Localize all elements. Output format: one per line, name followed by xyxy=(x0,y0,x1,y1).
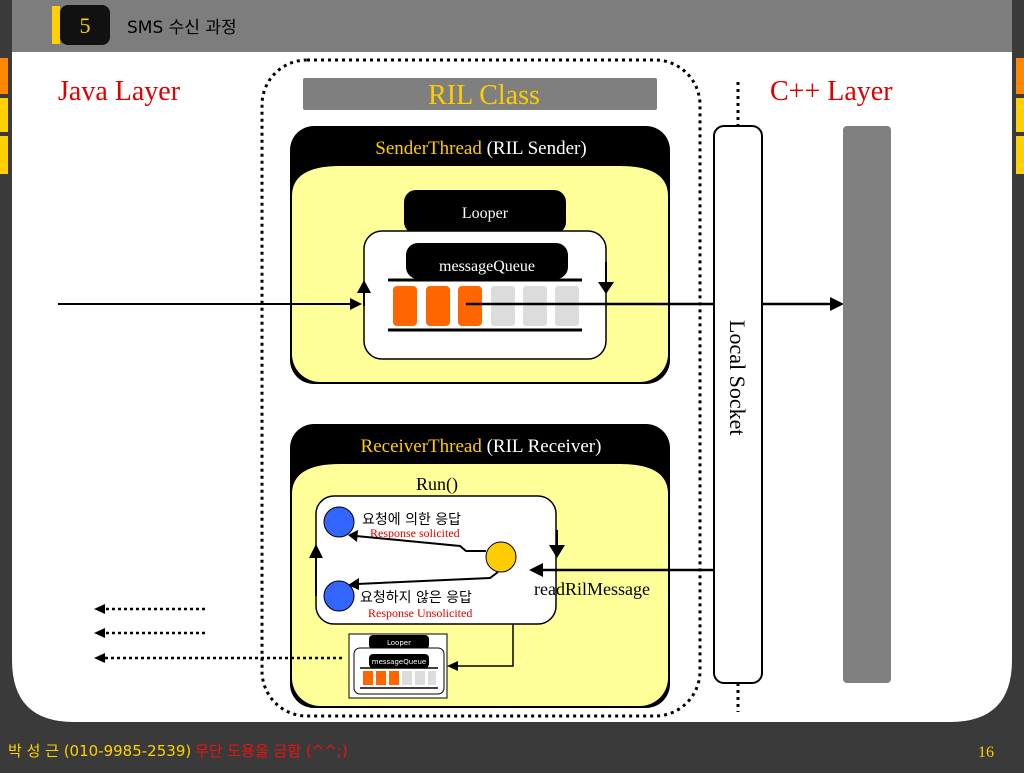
receiver-thread-name: ReceiverThread xyxy=(361,436,483,457)
slide-title: SMS 수신 과정 xyxy=(127,18,237,38)
solicited-label-en: Response solicited xyxy=(370,526,460,540)
sender-thread-role: (RIL Sender) xyxy=(487,138,587,159)
footer-author: 박 성 근 (010-9985-2539) xyxy=(8,742,191,760)
queue-in-arrowhead xyxy=(357,280,371,293)
right-side-tabs xyxy=(1016,58,1024,174)
left-side-tabs xyxy=(0,58,8,174)
sender-looper-tab xyxy=(404,190,566,234)
mini-looper-label: Looper xyxy=(387,639,411,647)
read-message-arrowhead xyxy=(529,563,543,577)
local-socket-label: Local Socket xyxy=(725,320,750,435)
java-layer-label: Java Layer xyxy=(58,76,181,107)
mini-looper-tab xyxy=(369,635,429,649)
dispatch-to-solicited-line xyxy=(355,535,486,552)
slide-badge-number: 5 xyxy=(80,13,91,38)
sender-thread-name: SenderThread xyxy=(375,138,482,159)
queue-slot-empty xyxy=(523,286,547,326)
queue-slot-filled xyxy=(426,286,450,326)
ril-class-title-bar xyxy=(303,78,657,110)
unsolicited-node xyxy=(323,580,355,612)
mini-queue-label: messageQueue xyxy=(372,658,426,666)
mini-queue-tab xyxy=(369,654,429,668)
receiver-thread-title: ReceiverThread (RIL Receiver) xyxy=(361,436,602,457)
slide-number-badge: 5 xyxy=(52,5,110,45)
queue-slot-empty xyxy=(491,286,515,326)
cpp-layer-bar xyxy=(843,126,891,683)
dispatch-node xyxy=(485,541,517,573)
java-return-arrows xyxy=(94,604,342,663)
footer-text: 박 성 근 (010-9985-2539) 무단 도용을 금함 (^^;) xyxy=(8,742,348,760)
queue-slots xyxy=(393,286,579,326)
run-to-mini-looper-line xyxy=(456,624,514,667)
java-to-sender-arrowhead xyxy=(350,298,362,310)
run-to-mini-looper-arrowhead xyxy=(447,661,458,671)
queue-slot-filled xyxy=(393,286,417,326)
queue-slot-empty xyxy=(555,286,579,326)
run-label: Run() xyxy=(416,474,458,495)
run-loop-arrowhead xyxy=(309,544,323,558)
queue-slot-filled xyxy=(458,286,482,326)
unsolicited-label-en: Response Unsolicited xyxy=(368,606,472,620)
socket-entry-arrowhead xyxy=(549,545,565,558)
unsolicited-label-kr: 요청하지 않은 응답 xyxy=(360,590,472,606)
message-queue-tab xyxy=(406,243,568,279)
message-queue-label: messageQueue xyxy=(439,258,535,275)
read-message-label: readRilMessage xyxy=(534,579,650,599)
receiver-thread-role: (RIL Receiver) xyxy=(487,436,602,457)
page-number: 16 xyxy=(978,744,994,761)
local-socket-bar xyxy=(713,125,763,684)
cpp-layer-label: C++ Layer xyxy=(770,76,893,107)
mini-queue-slots xyxy=(363,671,436,685)
footer-notice: 무단 도용을 금함 (^^;) xyxy=(195,742,348,760)
ril-class-boundary xyxy=(260,58,702,718)
sender-looper-label: Looper xyxy=(462,205,509,222)
sender-to-cpp-arrowhead xyxy=(830,297,844,311)
ril-class-title: RIL Class xyxy=(428,80,540,111)
sender-thread-title: SenderThread (RIL Sender) xyxy=(375,138,586,159)
dispatch-to-unsolicited-line xyxy=(356,571,499,585)
dispatch-to-unsolicited-arrowhead xyxy=(348,578,359,590)
solicited-label-kr: 요청에 의한 응답 xyxy=(362,512,461,528)
queue-out-arrowhead xyxy=(598,282,614,294)
header-bar xyxy=(12,0,1012,52)
solicited-node xyxy=(323,506,355,538)
dispatch-to-solicited-arrowhead xyxy=(348,530,358,542)
